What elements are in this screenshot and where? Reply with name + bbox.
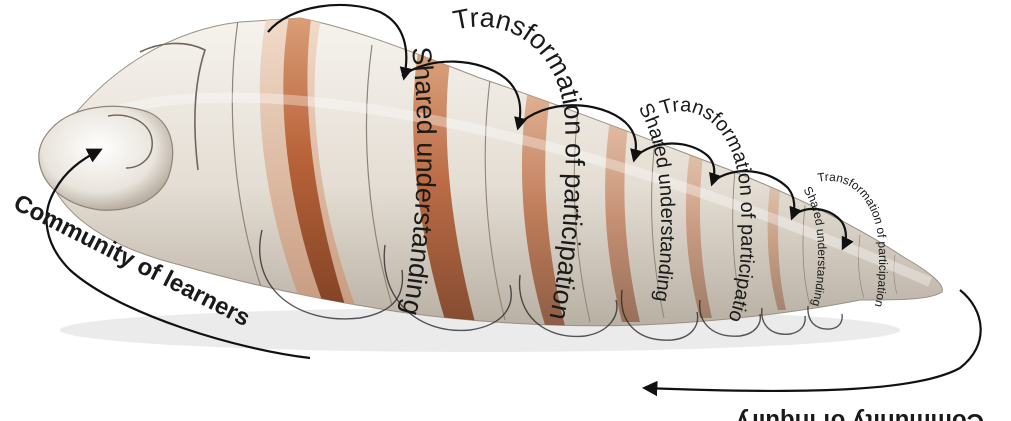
shell-aperture — [39, 106, 173, 210]
community-of-inquiry-label: Community of inquiry — [735, 408, 984, 421]
